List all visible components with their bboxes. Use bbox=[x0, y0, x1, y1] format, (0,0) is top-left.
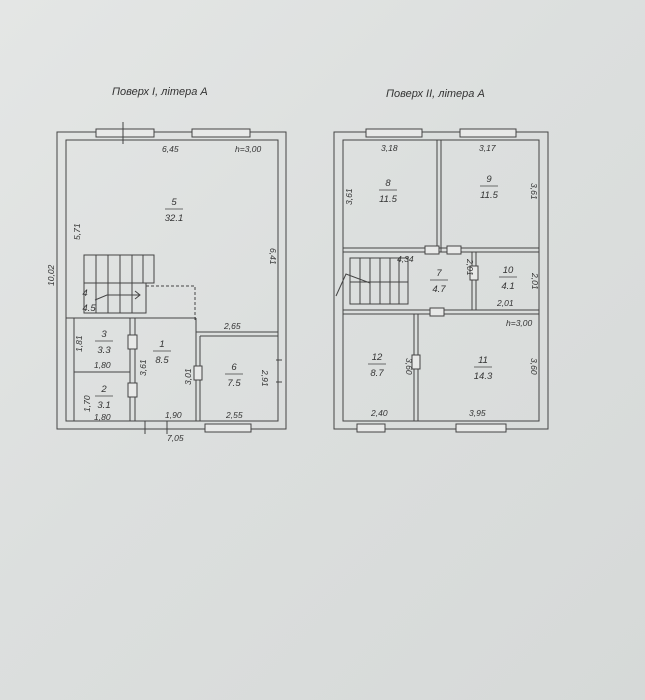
dim-bottom-width: 7,05 bbox=[167, 433, 184, 443]
room-2-area: 3.1 bbox=[97, 400, 110, 411]
dim-r9-h: 3,61 bbox=[529, 183, 539, 200]
dim-r7-h: 2,01 bbox=[465, 258, 475, 276]
floor1-plan bbox=[56, 122, 287, 434]
room-1-num: 1 bbox=[159, 339, 164, 350]
stair-floor2 bbox=[335, 257, 409, 305]
dim-left-upper: 5,71 bbox=[72, 223, 82, 240]
dim-r8-h: 3,61 bbox=[344, 188, 354, 205]
window-top-left bbox=[95, 128, 155, 138]
window-top-right bbox=[191, 128, 251, 138]
stair-floor1 bbox=[83, 254, 155, 314]
dim-r1-h-right: 3,01 bbox=[183, 368, 193, 385]
dim-r6-h: 2,91 bbox=[260, 369, 270, 387]
room-11-area: 14.3 bbox=[474, 371, 493, 382]
dim-left-outer: 10,02 bbox=[46, 264, 56, 286]
dim-top-width: 6,45 bbox=[162, 144, 179, 154]
dim-r10-w: 2,01 bbox=[496, 298, 514, 308]
room-3-num: 3 bbox=[101, 329, 107, 340]
floor1-labels: 6,45 h=3,00 10,02 5,71 6,41 5 32.1 4 4.5… bbox=[46, 144, 278, 443]
dim-r3-w: 1,80 bbox=[94, 360, 111, 370]
dim-r10-h: 2,01 bbox=[530, 272, 540, 290]
floor2-title: Поверх ІІ, літера А bbox=[386, 88, 485, 100]
room-10-num: 10 bbox=[503, 265, 514, 276]
floor2-plan bbox=[333, 128, 549, 433]
dim-height-note-2: h=3,00 bbox=[506, 318, 533, 328]
dim-r12-h: 3,60 bbox=[404, 358, 414, 375]
dim-r6-w: 2,55 bbox=[225, 410, 243, 420]
dim-mid-width: 2,65 bbox=[223, 321, 241, 331]
room-8-num: 8 bbox=[385, 178, 391, 189]
dim-r12-w: 2,40 bbox=[370, 408, 388, 418]
dim-r9-w: 3,17 bbox=[479, 143, 496, 153]
room-6-num: 6 bbox=[231, 362, 237, 373]
dim-r2-w: 1,80 bbox=[94, 412, 111, 422]
dim-r1-h-left: 3,61 bbox=[138, 359, 148, 376]
floor2-labels: 3,18 3,17 3,61 3,61 8 11.5 9 11.5 4,34 7… bbox=[344, 143, 540, 418]
room-12-num: 12 bbox=[372, 352, 383, 363]
dim-r1-w: 1,90 bbox=[165, 410, 182, 420]
dim-r11-w: 3,95 bbox=[469, 408, 486, 418]
room-7-area: 4.7 bbox=[432, 284, 446, 295]
dim-height-note: h=3,00 bbox=[235, 144, 262, 154]
room-2-num: 2 bbox=[100, 384, 107, 395]
dim-r8-w: 3,18 bbox=[381, 143, 398, 153]
floor1-title: Поверх І, літера А bbox=[112, 86, 208, 98]
dim-r7-w: 4,34 bbox=[397, 254, 414, 264]
room-7-num: 7 bbox=[436, 268, 442, 279]
window-bottom bbox=[204, 423, 252, 433]
room-4-num: 4 bbox=[82, 288, 87, 299]
room-10-area: 4.1 bbox=[501, 281, 514, 292]
room-8-area: 11.5 bbox=[379, 194, 398, 205]
dim-r2-h: 1,70 bbox=[82, 395, 92, 412]
room-5-area: 32.1 bbox=[165, 213, 184, 224]
dim-r3-h: 1,81 bbox=[74, 335, 84, 352]
dim-r11-h: 3,60 bbox=[529, 358, 539, 375]
room-5-num: 5 bbox=[171, 197, 177, 208]
room-12-area: 8.7 bbox=[370, 368, 384, 379]
room-6-area: 7.5 bbox=[227, 378, 241, 389]
room-11-num: 11 bbox=[478, 355, 488, 366]
room-9-num: 9 bbox=[486, 174, 492, 185]
room-4-area: 4.5 bbox=[82, 303, 96, 314]
room-1-area: 8.5 bbox=[155, 355, 169, 366]
dim-right-upper: 6,41 bbox=[268, 248, 278, 265]
room-3-area: 3.3 bbox=[97, 345, 111, 356]
room-9-area: 11.5 bbox=[480, 190, 499, 201]
